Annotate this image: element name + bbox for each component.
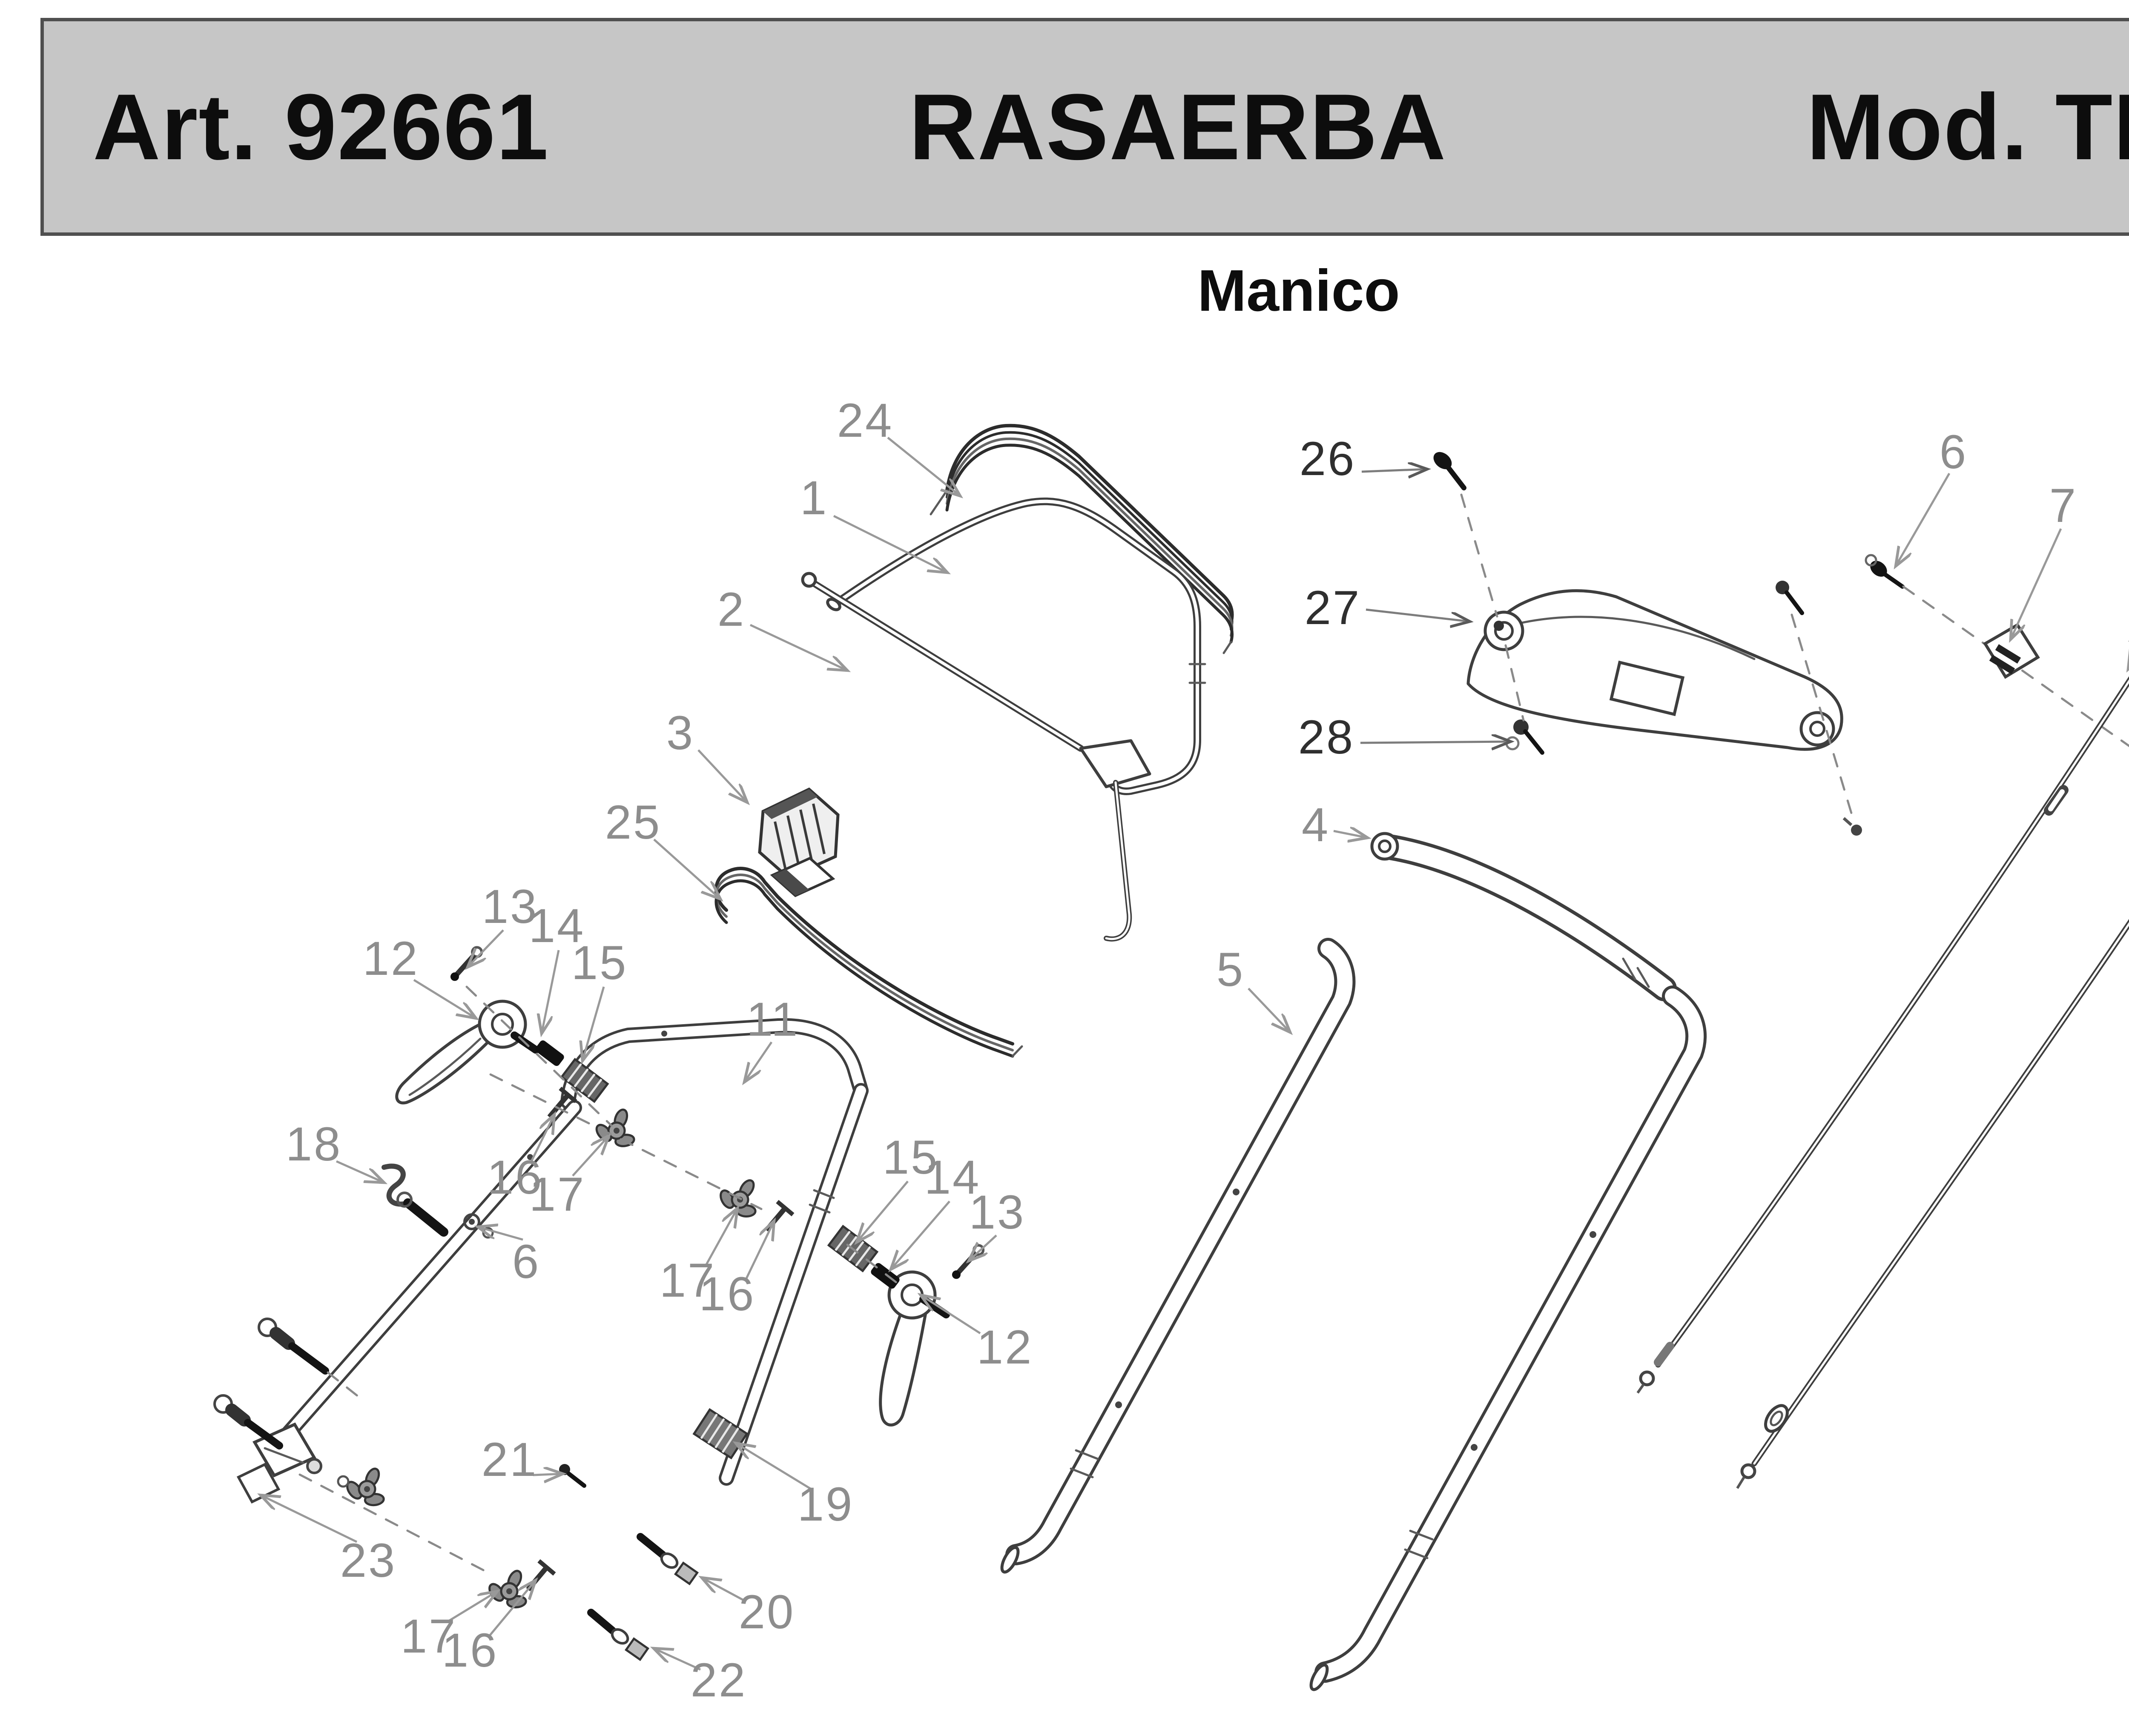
part-bolt-6-top: [1865, 554, 1905, 589]
callout-20: 20: [738, 1585, 795, 1639]
callout-4: 4: [1301, 798, 1330, 851]
callout-16: 16: [442, 1624, 499, 1677]
part-lower-handle-right: [1000, 938, 1707, 1691]
part-wing-knob-17-b: [713, 1169, 771, 1225]
callout-6: 6: [1939, 425, 1968, 478]
callout-11: 11: [746, 993, 800, 1046]
part-screw-13-lower: [952, 1244, 985, 1279]
part-foot-bolt-lower: [213, 1394, 350, 1488]
part-sleeve-23: [236, 1463, 281, 1504]
part-wing-knob-23-assembly: [341, 1460, 396, 1513]
article-number: Art. 92661: [93, 74, 549, 179]
part-panel-screw-right: [1776, 581, 1862, 836]
part-cable-9: [1736, 919, 2129, 1489]
callout-24: 24: [837, 394, 894, 447]
part-t-pin-16-c: [526, 1559, 556, 1591]
part-lower-cross-tube: [801, 572, 1151, 942]
callout-15: 15: [571, 936, 628, 989]
callout-17: 17: [529, 1168, 586, 1221]
leader-lines: [261, 437, 2129, 1671]
callout-19: 19: [797, 1478, 854, 1531]
callout-2: 2: [717, 583, 746, 636]
part-console-panel: [1466, 589, 1843, 751]
callout-13: 13: [482, 880, 539, 933]
callout-6: 6: [512, 1235, 541, 1288]
part-bushing-14-upper: [535, 1040, 564, 1066]
callout-18: 18: [285, 1117, 342, 1171]
part-bolt-20: [637, 1533, 699, 1586]
callout-3: 3: [666, 706, 695, 759]
callout-23: 23: [340, 1534, 397, 1587]
assembly-axes: [298, 985, 904, 1574]
callout-12: 12: [362, 932, 419, 985]
part-cable-guide-block: [758, 787, 840, 897]
callout-22: 22: [690, 1653, 747, 1707]
callout-13: 13: [969, 1186, 1026, 1239]
callout-17: 17: [400, 1610, 457, 1663]
part-screw-13-upper: [450, 946, 483, 981]
callout-25: 25: [605, 796, 662, 849]
part-panel-screw-28: [1505, 719, 1544, 755]
part-bolt-22: [587, 1609, 650, 1662]
callout-27: 27: [1304, 581, 1361, 634]
callout-28: 28: [1298, 710, 1355, 764]
diagram-title: Manico: [1197, 258, 1400, 324]
callout-15: 15: [882, 1131, 939, 1184]
callout-16: 16: [487, 1151, 544, 1204]
callout-16: 16: [699, 1267, 756, 1321]
part-spring-18: [382, 1163, 448, 1237]
callout-14: 14: [528, 899, 585, 952]
callout-26: 26: [1299, 432, 1356, 485]
part-upper-grip: [1370, 832, 1682, 1008]
callout-21: 21: [481, 1433, 538, 1486]
part-upper-trim-strip: [930, 424, 1234, 654]
part-bushing-14-lower: [871, 1263, 900, 1289]
callout-17: 17: [659, 1254, 716, 1307]
part-lower-handle-left: [252, 1018, 869, 1486]
product-name: RASAERBA: [909, 74, 1447, 179]
title-bar: Art. 92661 RASAERBA Mod. TRX-531H: [40, 18, 2129, 236]
callout-14: 14: [924, 1151, 981, 1204]
callout-1: 1: [800, 471, 829, 524]
part-lever-12-lower: [879, 1270, 950, 1427]
part-cable-clamp-7: [1983, 623, 2040, 679]
callout-7: 7: [2049, 479, 2078, 532]
callout-5: 5: [1216, 943, 1245, 996]
part-foot-bolt-upper: [258, 1318, 329, 1375]
part-ribbed-bushing-15-upper: [560, 1057, 609, 1103]
part-cable-8: [1636, 640, 2129, 1394]
part-panel-screw-26: [1433, 452, 1466, 490]
part-upper-handle-tube: [826, 497, 1206, 795]
part-t-pin-16-b: [764, 1200, 795, 1232]
model-number: Mod. TRX-531H: [1806, 74, 2129, 179]
callout-12: 12: [976, 1321, 1033, 1374]
